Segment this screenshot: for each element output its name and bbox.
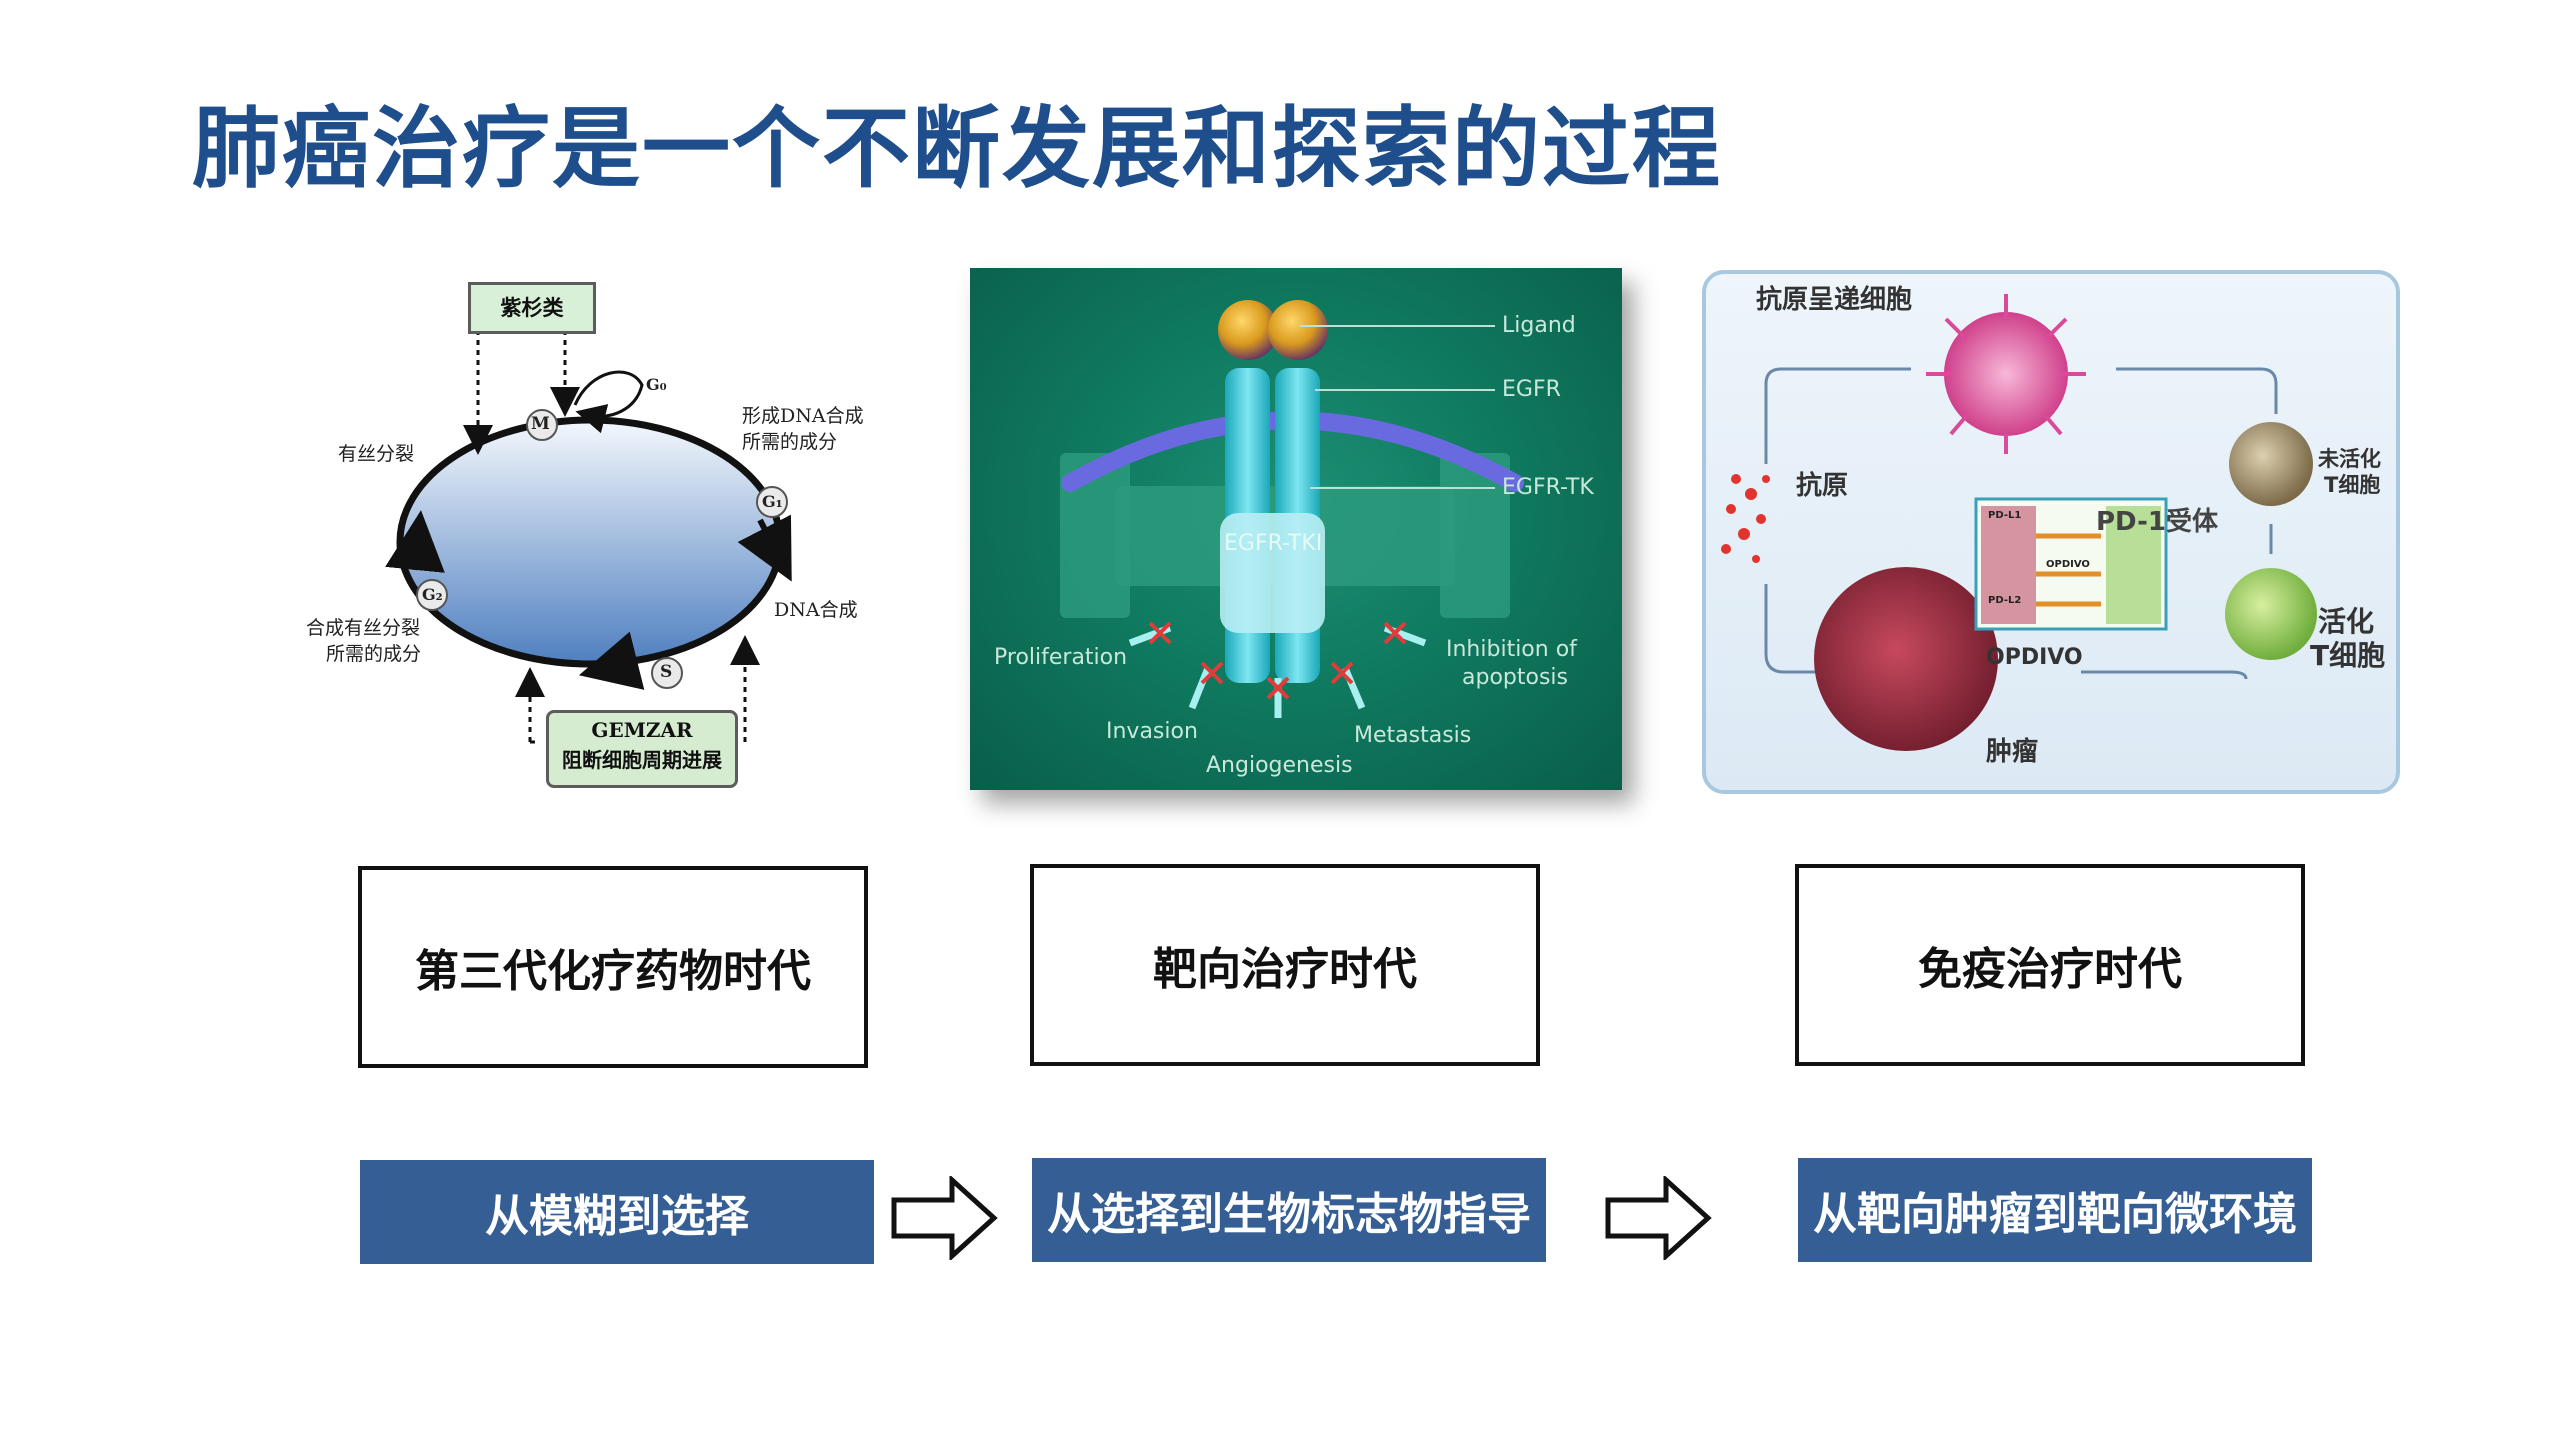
antigen-dots: [1721, 474, 1770, 563]
mitosis-components-label-2: 所需的成分: [326, 643, 422, 665]
pdl1-label: PD-L1: [1988, 510, 2022, 521]
ligand-left: [1218, 300, 1278, 360]
era-targeted-therapy: 靶向治疗时代: [1030, 864, 1540, 1066]
ligand-right: [1268, 300, 1328, 360]
gemzar-box: GEMZAR 阻断细胞周期进展: [546, 710, 738, 788]
era-chemotherapy: 第三代化疗药物时代: [358, 866, 868, 1068]
era-immunotherapy: 免疫治疗时代: [1795, 864, 2305, 1066]
phase-m-label: M: [531, 414, 550, 434]
cycle-arrow-1: [737, 514, 792, 582]
immune-diagram: 抗原呈递细胞 抗原 未活化 T细胞 PD-1受体 PD-L1 PD-L2 OPD…: [1702, 270, 2400, 794]
mitosis-label: 有丝分裂: [338, 443, 415, 465]
antigen-label: 抗原: [1796, 471, 1849, 501]
cell-cycle-diagram: 紫杉类 M G₀ G₁ G₂ S 有丝分裂 形成DNA合成 所需的成分 DNA合…: [290, 270, 930, 790]
mitosis-components-label-1: 合成有丝分裂: [306, 617, 421, 639]
pd1-label: PD-1受体: [2096, 507, 2219, 537]
cell-cycle-graphic: [385, 330, 792, 744]
gemzar-line: [530, 682, 538, 744]
metastasis-label: Metastasis: [1354, 723, 1472, 748]
egfr-tk-label: EGFR-TK: [1502, 475, 1594, 500]
inhibition-label-1: Inhibition of: [1446, 637, 1577, 662]
apc-cell: [1926, 294, 2086, 454]
egfr-label: EGFR: [1502, 377, 1561, 402]
phase-m-circle: [526, 409, 558, 441]
cycle-arrow-top-right: [2116, 367, 2278, 414]
dna-form-label-2: 所需的成分: [742, 431, 838, 453]
active-t-cell-label-2: T细胞: [2310, 639, 2386, 672]
tumor-label: 肿瘤: [1986, 737, 2039, 767]
inhibition-label-2: apoptosis: [1462, 665, 1568, 690]
inactive-t-cell-label-1: 未活化: [2318, 447, 2381, 471]
inactive-t-cell-label-2: T细胞: [2324, 473, 2381, 497]
active-t-cell-label-1: 活化: [2318, 605, 2375, 638]
proliferation-label: Proliferation: [994, 645, 1128, 670]
transition-selection-to-biomarker: 从选择到生物标志物指导: [1032, 1158, 1546, 1262]
cycle-arrow-2: [578, 631, 645, 690]
right-arrow-icon: [1605, 1176, 1712, 1260]
block-marks: [1148, 621, 1407, 700]
apc-label: 抗原呈递细胞: [1756, 285, 1913, 315]
inset-t-cell-side: [2106, 506, 2161, 624]
cycle-arrow-bottom: [2081, 670, 2248, 680]
phase-s-label: S: [660, 662, 673, 682]
arrow-invasion: [1188, 666, 1212, 710]
dna-synthesis-label: DNA合成: [774, 599, 858, 621]
inset-tumor-side: [1981, 506, 2036, 624]
transition-tumor-to-microenvironment: 从靶向肿瘤到靶向微环境: [1798, 1158, 2312, 1262]
tki-block-right: [1440, 453, 1510, 618]
cycle-arrow-top-left: [1764, 367, 1911, 464]
invasion-label: Invasion: [1106, 719, 1198, 744]
gemzar-title: GEMZAR: [591, 718, 693, 742]
cycle-ellipse: [396, 416, 784, 668]
egfr-diagram: Ligand EGFR EGFR-TK EGFR-TKI Proliferati…: [970, 268, 1622, 790]
dna-form-label-1: 形成DNA合成: [742, 405, 864, 427]
right-arrow-icon: [891, 1176, 998, 1260]
tumor-cell: [1814, 567, 1998, 751]
phase-g1-label: G₁: [762, 492, 783, 511]
slide-title: 肺癌治疗是一个不断发展和探索的过程: [192, 97, 1723, 200]
phase-s-circle: [651, 657, 683, 689]
egfr-graphic: [1060, 300, 1524, 718]
ligand-label: Ligand: [1502, 313, 1576, 338]
transition-vague-to-selection: 从模糊到选择: [360, 1160, 874, 1264]
opdivo-label: OPDIVO: [1986, 645, 2083, 670]
phase-g2-label: G₂: [422, 585, 443, 604]
tki-block-left: [1060, 453, 1130, 618]
cycle-arrow-3: [385, 510, 445, 573]
inactive-t-cell: [2229, 422, 2313, 506]
g0-loop: [573, 370, 644, 434]
opdivo-inset-label: OPDIVO: [2046, 559, 2090, 570]
egfr-tki-label: EGFR-TKI: [1224, 531, 1323, 556]
gemzar-subtitle: 阻断细胞周期进展: [562, 748, 722, 772]
phase-g2-circle: [416, 579, 448, 611]
active-t-cell: [2225, 568, 2317, 660]
receptor-kinase: [1220, 513, 1325, 633]
immune-graphic: [1721, 294, 2317, 751]
phase-g0-label: G₀: [646, 375, 667, 394]
angiogenesis-label: Angiogenesis: [1206, 753, 1353, 778]
taxol-box: 紫杉类: [468, 282, 596, 334]
arrow-metastasis: [1341, 666, 1366, 710]
inset-receptors: [2036, 533, 2101, 607]
cycle-arrow-left: [1764, 584, 1846, 674]
pdl2-label: PD-L2: [1988, 595, 2022, 606]
